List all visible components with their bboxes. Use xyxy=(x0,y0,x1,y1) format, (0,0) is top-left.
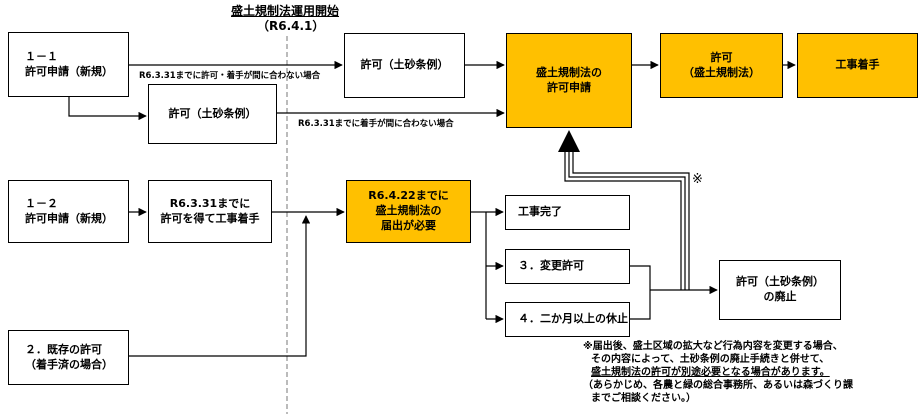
triple-line-to-application xyxy=(564,150,690,290)
box-complete: 工事完了 xyxy=(505,195,630,230)
box-moritsuchi-application-line2: 許可申請 xyxy=(547,80,591,94)
big-arrow-head xyxy=(558,130,580,152)
box-moritsuchi-permit-line2: （盛土規制法） xyxy=(683,65,760,79)
box-1-2-line1: １－２ xyxy=(25,196,58,210)
box-change: ３．変更許可 xyxy=(505,249,630,284)
footnote-line1: ※届出後、盛土区域の拡大など行為内容を変更する場合、 xyxy=(583,341,843,352)
box-1-1-line1: １－１ xyxy=(25,49,58,63)
box-moritsuchi-permit-line1: 許可 xyxy=(710,50,733,64)
box-suspend-label: ４．二か月以上の休止 xyxy=(518,312,628,326)
box-permit-top-label: 許可（土砂条例） xyxy=(360,58,449,72)
header-date: （R6.4.1） xyxy=(257,19,325,33)
box-notify-line3: 届出が必要 xyxy=(381,218,436,232)
box-abolish-line1: 許可（土砂条例） xyxy=(736,275,824,289)
box-notify-line2: 盛土規制法の xyxy=(375,204,442,218)
box-permit-mid-label: 許可（土砂条例） xyxy=(168,106,257,120)
box-notify-line1: R6.4.22までに xyxy=(368,189,449,203)
box-notify: R6.4.22までに 盛土規制法の 届出が必要 xyxy=(346,180,471,243)
box-2-existing-line1: ２．既存の許可 xyxy=(25,342,102,356)
footnote-line5: までご相談ください。） xyxy=(591,393,696,404)
box-complete-label: 工事完了 xyxy=(518,205,562,219)
footnote: ※届出後、盛土区域の拡大など行為内容を変更する場合、 その内容によって、土砂条例… xyxy=(583,340,853,405)
box-1-1: １－１ 許可申請（新規） xyxy=(8,32,129,97)
box-2-existing: ２．既存の許可 （着手済の場合） xyxy=(8,330,129,385)
box-moritsuchi-application: 盛土規制法の 許可申請 xyxy=(506,33,632,128)
label-line2: R6.3.31までに着手が間に合わない場合 xyxy=(298,119,454,129)
box-permit-top: 許可（土砂条例） xyxy=(344,33,465,98)
line-change-out xyxy=(630,265,651,290)
box-2-existing-line2: （着手済の場合） xyxy=(25,357,113,371)
box-before-331: R6.3.31までに 許可を得て工事着手 xyxy=(148,180,272,243)
box-change-label: ３．変更許可 xyxy=(518,259,584,273)
box-construction-start-label: 工事着手 xyxy=(835,58,880,72)
box-before-331-line1: R6.3.31までに xyxy=(169,196,251,210)
box-1-2-line2: 許可申請（新規） xyxy=(25,211,113,225)
box-1-2: １－２ 許可申請（新規） xyxy=(8,180,129,243)
box-1-1-line2: 許可申請（新規） xyxy=(25,64,113,78)
header-title: 盛土規制法運用開始 xyxy=(231,4,340,18)
box-abolish: 許可（土砂条例） の廃止 xyxy=(719,260,841,320)
footnote-line4: （あらかじめ、各農と緑の総合事務所、あるいは森づくり課 xyxy=(583,380,853,391)
box-suspend: ４．二か月以上の休止 xyxy=(505,302,630,337)
line-b11-down xyxy=(68,97,147,121)
footnote-line2: その内容によって、土砂条例の廃止手続きと併せて、 xyxy=(591,354,830,365)
arrow-b2-to-mainline xyxy=(129,215,311,357)
line-suspend-out xyxy=(630,290,651,320)
box-construction-start: 工事着手 xyxy=(797,33,918,98)
box-moritsuchi-permit: 許可 （盛土規制法） xyxy=(660,33,783,98)
box-moritsuchi-application-line1: 盛土規制法の xyxy=(536,65,602,79)
footnote-line3: 盛土規制法の許可が別途必要となる場合があります。 xyxy=(591,367,830,378)
label-line1: R6.3.31までに許可・着手が間に合わない場合 xyxy=(139,71,321,81)
box-permit-mid: 許可（土砂条例） xyxy=(148,84,277,144)
box-before-331-line2: 許可を得て工事着手 xyxy=(160,211,260,225)
box-abolish-line2: の廃止 xyxy=(763,290,797,303)
note-mark: ※ xyxy=(692,172,703,187)
